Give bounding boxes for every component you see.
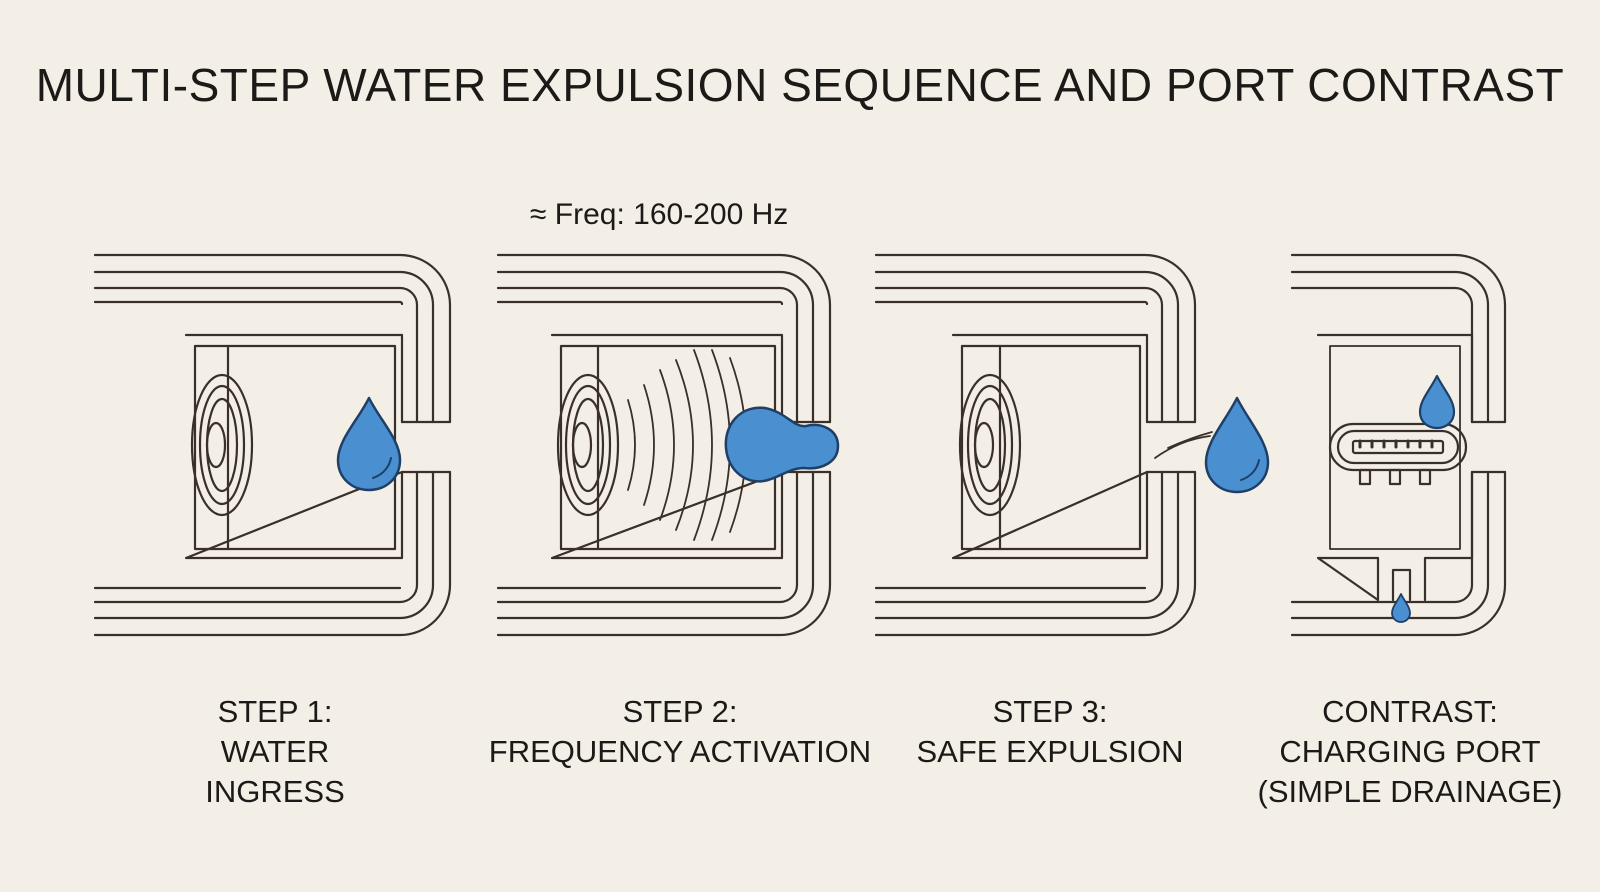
water-blob-icon — [724, 406, 840, 483]
caption-step-2: STEP 2: FREQUENCY ACTIVATION — [470, 692, 890, 772]
speaker-icon — [958, 373, 1022, 517]
caption-line-2: SAFE EXPULSION — [916, 734, 1184, 769]
caption-contrast: CONTRAST: CHARGING PORT (SIMPLE DRAINAGE… — [1240, 692, 1580, 812]
panel-3-chamber — [951, 333, 1149, 560]
caption-line-2: WATER INGRESS — [205, 734, 345, 809]
drain-droplet-icon — [1391, 593, 1411, 623]
water-droplet-icon — [1204, 396, 1270, 494]
usb-c-connector-icon — [1328, 422, 1468, 486]
speaker-icon — [556, 373, 620, 517]
speaker-icon — [190, 373, 254, 517]
caption-step-3: STEP 3: SAFE EXPULSION — [900, 692, 1200, 772]
frequency-label: ≈ Freq: 160-200 Hz — [530, 198, 789, 231]
panel-4-chamber — [1316, 333, 1474, 602]
caption-line-1: STEP 1: — [217, 694, 333, 729]
water-droplet-icon — [1418, 374, 1456, 430]
water-droplet-icon — [336, 396, 402, 492]
caption-step-1: STEP 1: WATER INGRESS — [160, 692, 390, 812]
panel-4-housing — [1290, 253, 1507, 637]
caption-line-3: (SIMPLE DRAINAGE) — [1257, 774, 1563, 809]
caption-line-2: CHARGING PORT — [1279, 734, 1541, 769]
panel-1-housing — [93, 253, 452, 637]
panel-3-housing — [874, 253, 1197, 637]
caption-line-2: FREQUENCY ACTIVATION — [488, 734, 872, 769]
caption-line-1: STEP 2: — [622, 694, 738, 729]
caption-line-1: STEP 3: — [992, 694, 1108, 729]
panel-1-chamber — [184, 333, 404, 560]
expulsion-stream-icon — [1154, 431, 1213, 459]
caption-line-1: CONTRAST: — [1322, 694, 1498, 729]
page-title: MULTI-STEP WATER EXPULSION SEQUENCE AND … — [35, 59, 1565, 111]
